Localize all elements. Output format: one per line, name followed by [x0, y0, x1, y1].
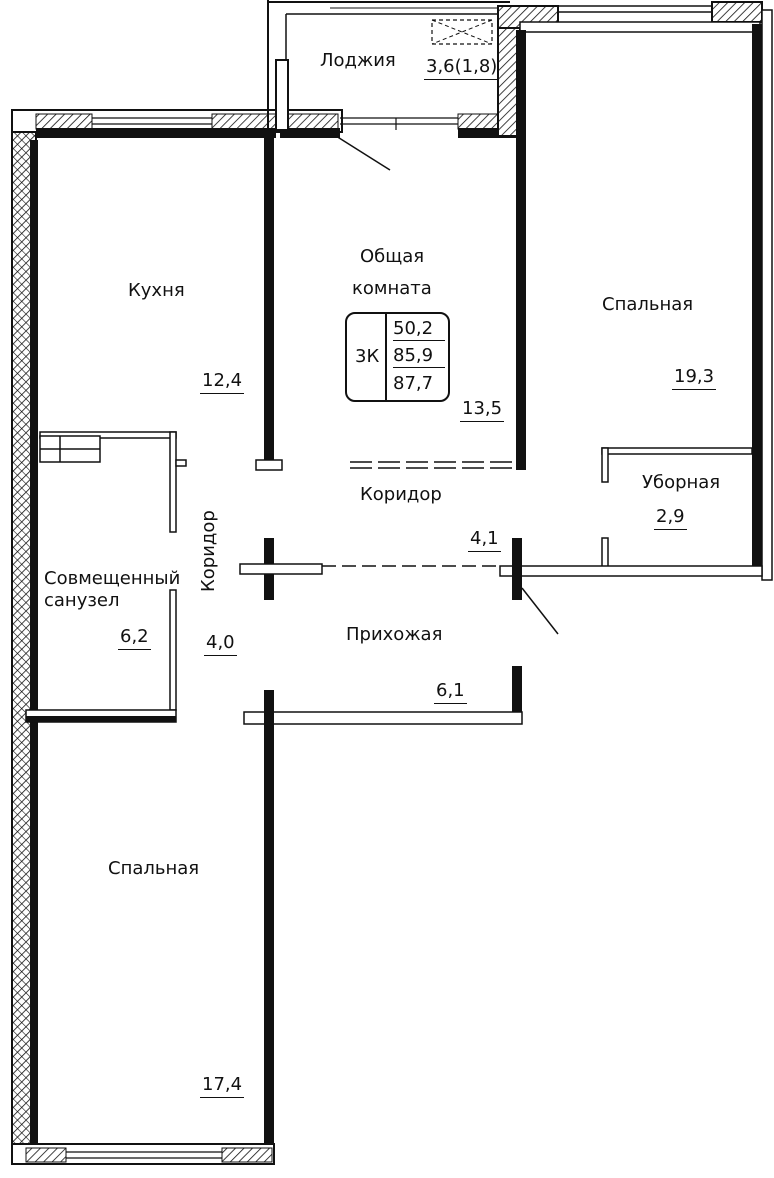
- loggia-name: Лоджия: [320, 50, 396, 71]
- toilet-name: Уборная: [642, 472, 721, 493]
- toilet-walls: [499, 447, 763, 635]
- bedroom-bottom-area: 17,4: [200, 1074, 245, 1098]
- hallway-area: 6,1: [434, 680, 467, 704]
- corridor-v-area: 4,0: [204, 632, 237, 656]
- corridor-h-name: Коридор: [360, 484, 442, 505]
- bathroom-walls: [25, 431, 187, 723]
- kitchen-name: Кухня: [128, 280, 185, 301]
- exterior-wall-top-bedroom: [516, 1, 773, 581]
- living-name-2: комната: [352, 278, 432, 299]
- living-area: 13,5: [460, 398, 505, 422]
- corridor-partition: [239, 538, 500, 600]
- hallway-name: Прихожая: [346, 624, 443, 645]
- total-area-with-loggia: 87,7: [393, 373, 434, 394]
- kitchen-area: 12,4: [200, 370, 245, 394]
- room-count: 3К: [355, 346, 380, 367]
- loggia-area: 3,6(1,8): [424, 56, 500, 80]
- corridor-v-name: Коридор: [198, 510, 219, 592]
- exterior-wall-bottom: [11, 1143, 275, 1165]
- total-area: 85,9: [393, 345, 445, 368]
- toilet-area: 2,9: [654, 506, 687, 530]
- living-name-1: Общая: [360, 246, 425, 267]
- bathroom-area: 6,2: [118, 626, 151, 650]
- bedroom-top-area: 19,3: [672, 366, 717, 390]
- exterior-wall-left: [11, 109, 38, 1161]
- living-area-total: 50,2: [393, 318, 445, 341]
- summary-divider: [385, 314, 387, 400]
- bedroom-top-name: Спальная: [602, 294, 694, 315]
- bedroom-bottom-name: Спальная: [108, 858, 200, 879]
- corridor-h-area: 4,1: [468, 528, 501, 552]
- hallway-walls: [243, 666, 523, 1160]
- wall-kitchen-living: [255, 138, 512, 471]
- apartment-summary: 3К 50,2 85,9 87,7: [345, 312, 450, 402]
- bathroom-name-2: санузел: [44, 590, 120, 611]
- bathroom-name-1: Совмещенный: [44, 568, 181, 589]
